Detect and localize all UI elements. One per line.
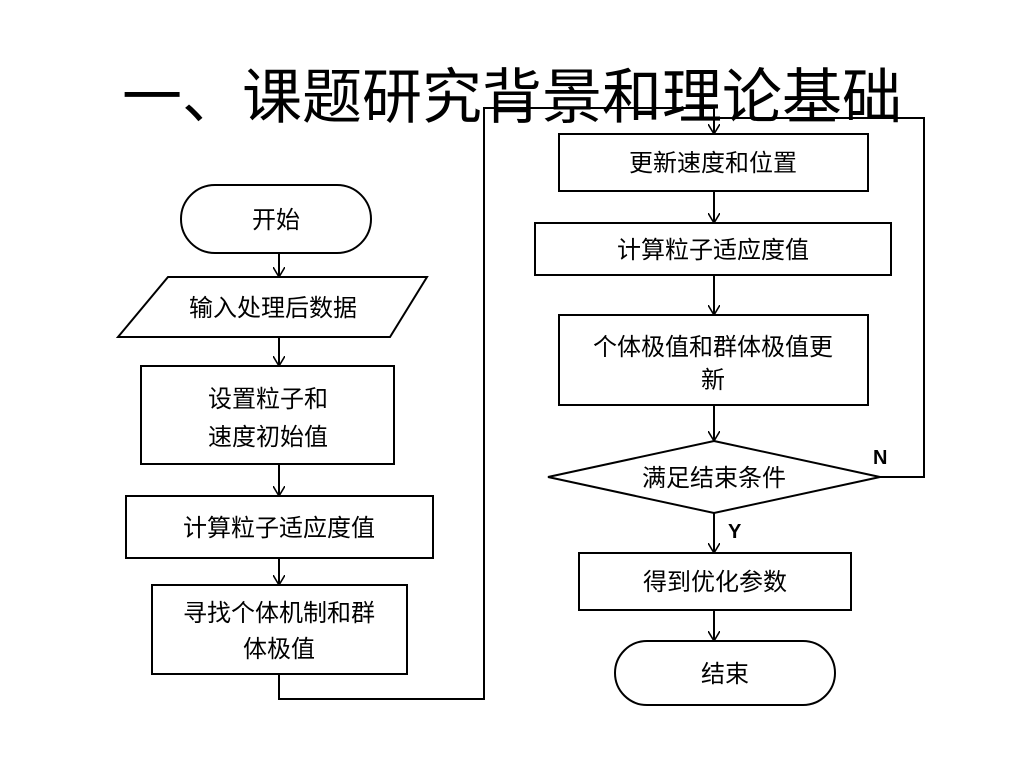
node-update-extremes-label-1: 个体极值和群体极值更: [593, 333, 833, 361]
node-result: [578, 552, 852, 611]
node-start-label: 开始: [252, 206, 300, 234]
node-init-label-2: 速度初始值: [208, 423, 328, 451]
node-update-extremes: [558, 314, 869, 406]
branch-label-no: N: [873, 447, 887, 469]
node-result-label: 得到优化参数: [643, 568, 787, 596]
edge-condition-no-loop: [714, 117, 925, 478]
node-input-label: 输入处理后数据: [189, 294, 357, 322]
node-init: [140, 365, 395, 465]
node-find-label-1: 寻找个体机制和群: [183, 599, 375, 627]
node-fitness-left: [125, 495, 434, 559]
node-update-extremes-label-2: 新: [701, 366, 725, 394]
page-title: 一、课题研究背景和理论基础: [122, 63, 902, 133]
node-start: [180, 184, 372, 254]
node-input: [115, 276, 429, 338]
node-end: [614, 640, 836, 706]
node-find-label-2: 体极值: [243, 635, 315, 663]
node-end-label: 结束: [701, 660, 749, 688]
branch-label-yes: Y: [728, 521, 742, 543]
node-condition-label: 满足结束条件: [642, 464, 786, 492]
connector-left-to-right: [278, 107, 714, 700]
node-find: [151, 584, 408, 675]
node-fitness-right: [534, 222, 892, 276]
node-condition: [547, 439, 881, 515]
node-update-position: [558, 133, 869, 192]
node-update-position-label: 更新速度和位置: [629, 149, 797, 177]
node-fitness-left-label: 计算粒子适应度值: [183, 514, 375, 542]
node-fitness-right-label: 计算粒子适应度值: [617, 236, 809, 264]
node-init-label-1: 设置粒子和: [208, 385, 328, 413]
